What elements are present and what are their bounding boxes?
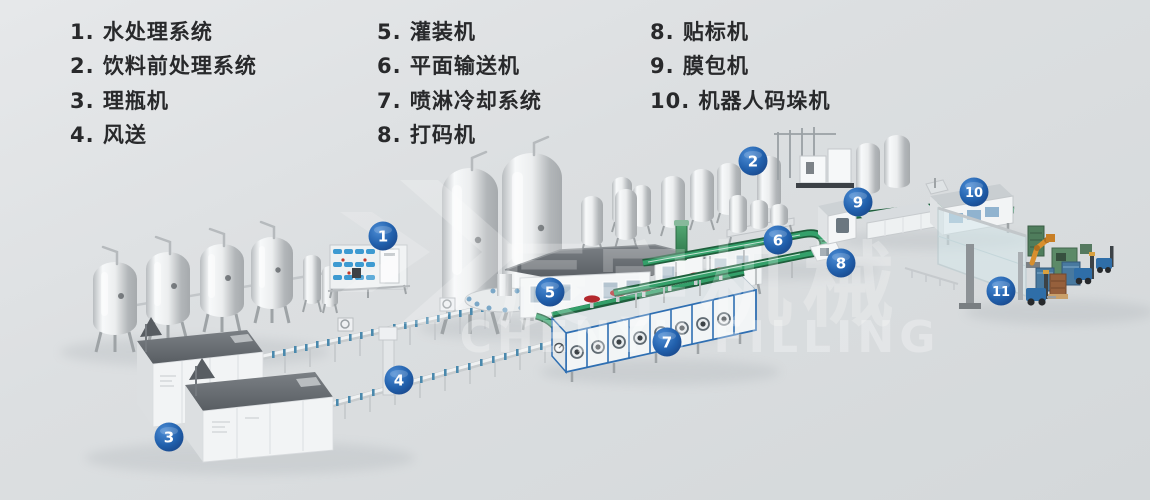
svg-text:6: 6 [773, 232, 783, 250]
badge-6: 6 [763, 225, 793, 255]
bottle-unscrambler-2 [185, 358, 334, 463]
legend-item: 1. 水处理系统 [70, 20, 213, 44]
badge-7: 7 [652, 327, 682, 357]
svg-text:2: 2 [748, 153, 758, 171]
badge-4: 4 [384, 365, 414, 395]
pretreatment-machinery [774, 127, 910, 194]
legend-item: 3. 理瓶机 [70, 88, 169, 113]
legend-item: 8. 打码机 [377, 123, 476, 148]
svg-text:7: 7 [662, 334, 672, 352]
badge-10: 10 [959, 177, 989, 207]
forklift [1074, 252, 1095, 285]
svg-text:10: 10 [965, 186, 983, 201]
badge-9: 9 [843, 187, 873, 217]
legend-column-1: 1. 水处理系统 2. 饮料前处理系统 3. 理瓶机 4. 风送 [70, 15, 257, 153]
mixing-tank-cluster [726, 195, 795, 246]
watermark: 辰宇机械 CHENYU FILLING [340, 180, 941, 363]
badges: 1 2 3 4 5 6 7 8 9 10 11 [154, 146, 1016, 452]
svg-text:5: 5 [545, 284, 555, 302]
watermark-en: CHENYU FILLING [460, 312, 941, 363]
legend-item: 10. 机器人码垛机 [650, 88, 831, 113]
forklift [1096, 246, 1114, 273]
legend-item: 2. 饮料前处理系统 [70, 54, 257, 79]
svg-text:8: 8 [836, 255, 846, 273]
svg-text:4: 4 [394, 372, 404, 390]
legend-column-2: 5. 灌装机 6. 平面输送机 7. 喷淋冷却系统 8. 打码机 [377, 15, 542, 153]
forklift [1026, 270, 1056, 306]
pretreatment-tanks [580, 127, 910, 256]
air-blower [337, 297, 456, 332]
badge-11: 11 [986, 276, 1016, 306]
legend-item: 8. 贴标机 [650, 20, 749, 44]
svg-text:9: 9 [853, 194, 863, 212]
legend-item: 7. 喷淋冷却系统 [377, 88, 542, 113]
water-treatment-tanks [93, 220, 338, 353]
membrane-filter-unit [327, 244, 411, 299]
svg-text:3: 3 [164, 429, 174, 447]
badge-1: 1 [368, 221, 398, 251]
badge-3: 3 [154, 422, 184, 452]
legend-item: 9. 膜包机 [650, 54, 749, 79]
badge-8: 8 [826, 248, 856, 278]
robot-cell [1026, 225, 1114, 306]
legend-item: 5. 灌装机 [377, 20, 476, 44]
legend-item: 6. 平面输送机 [377, 54, 520, 79]
badge-2: 2 [738, 146, 768, 176]
legend-column-3: 8. 贴标机 9. 膜包机 10. 机器人码垛机 [650, 15, 831, 118]
badge-5: 5 [535, 277, 565, 307]
svg-text:11: 11 [992, 285, 1010, 300]
legend-item: 4. 风送 [70, 123, 147, 148]
svg-text:1: 1 [378, 228, 388, 246]
